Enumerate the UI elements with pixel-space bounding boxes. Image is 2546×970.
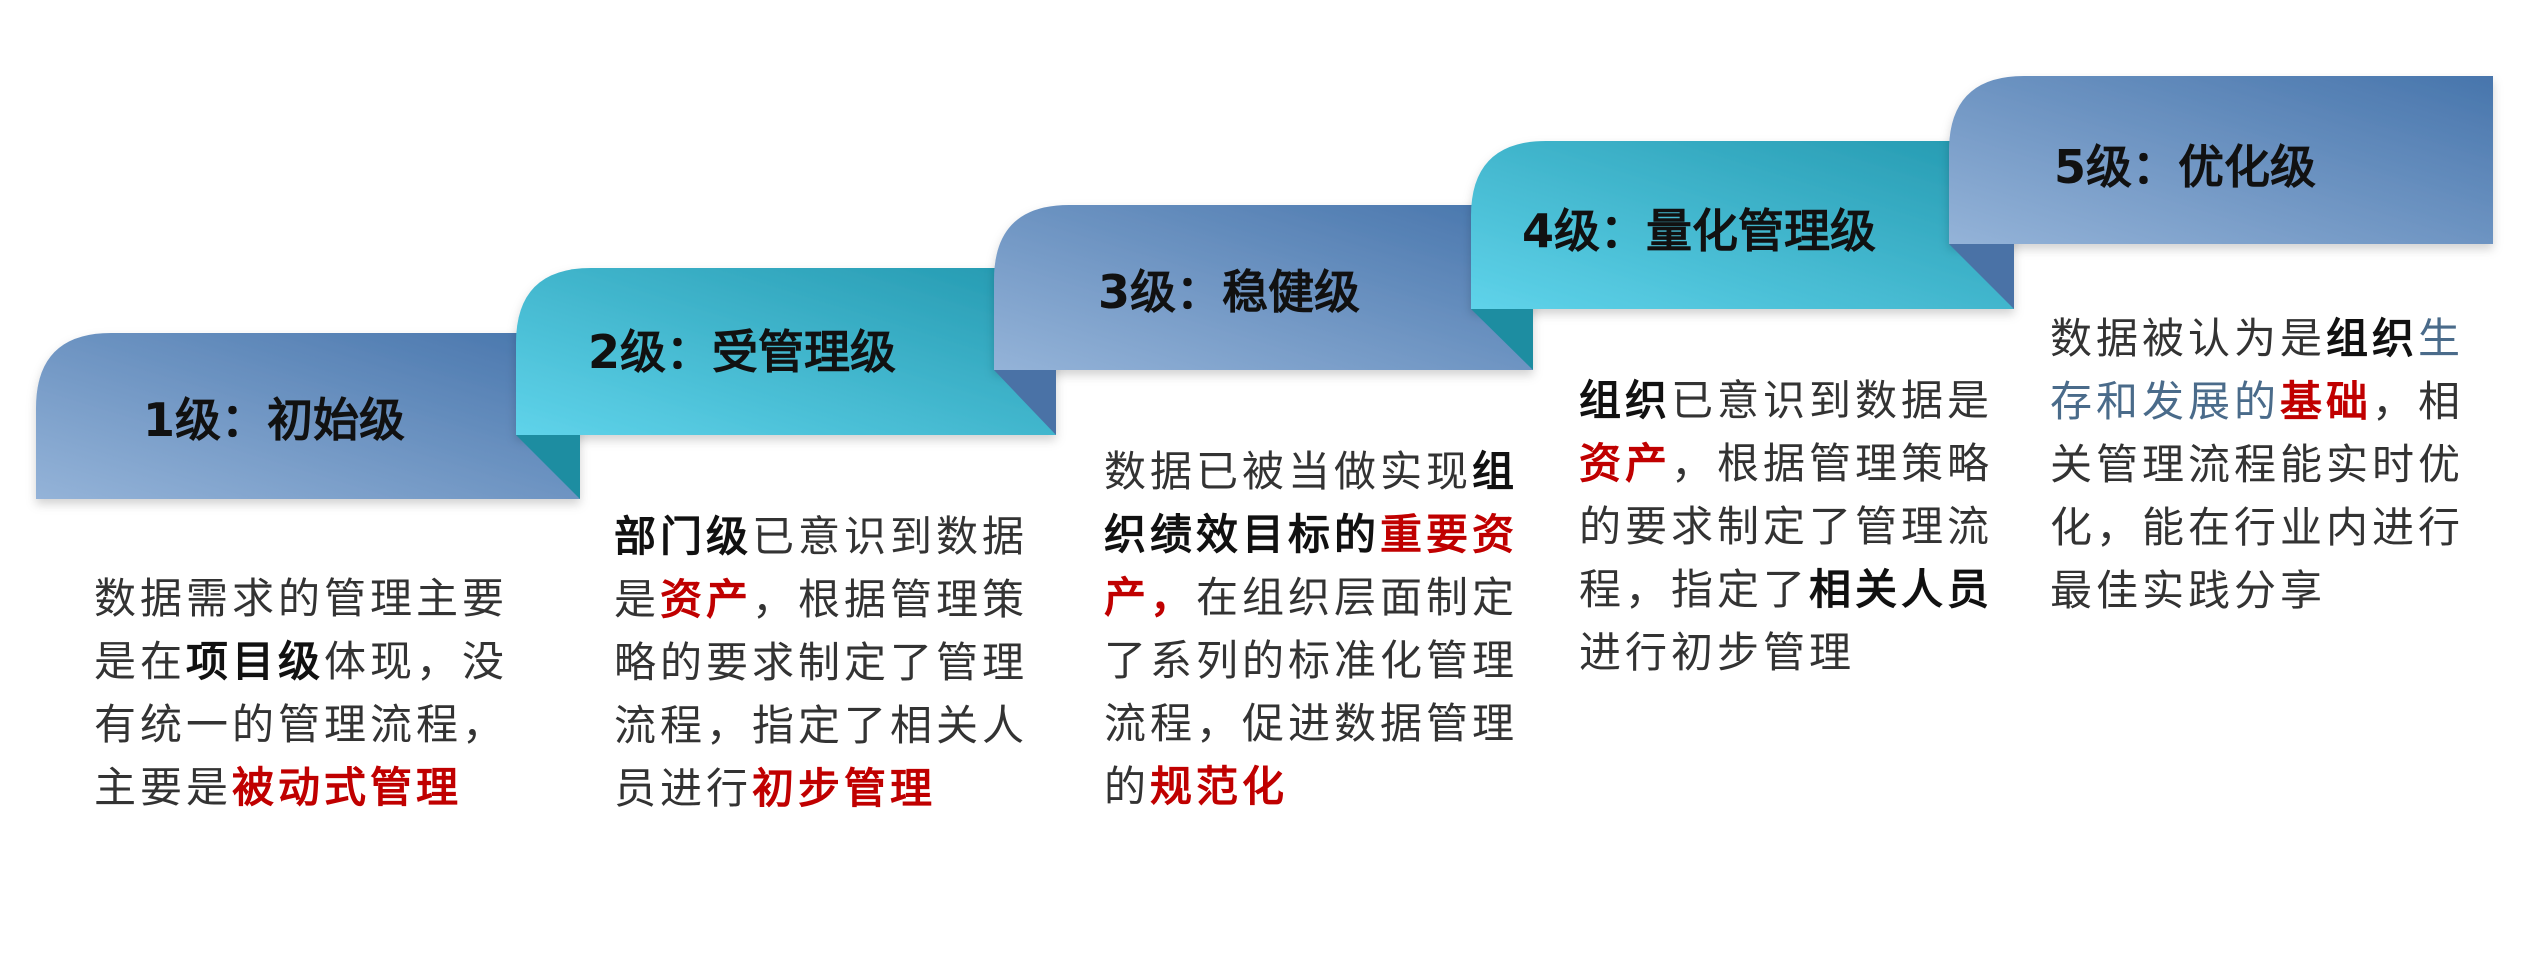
banner-fold — [516, 435, 580, 499]
description-line: 部门级已意识到数据 — [614, 505, 1028, 568]
level-title-2: 2级：受管理级 — [588, 325, 897, 379]
level-description-4: 组织已意识到数据是资产，根据管理策略的要求制定了管理流程，指定了相关人员进行初步… — [1579, 369, 1993, 684]
description-line: 织绩效目标的重要资 — [1104, 503, 1518, 566]
banner-body — [36, 333, 580, 499]
text-segment: 进行初步管理 — [1579, 628, 1856, 677]
emphasis-text: 产， — [1104, 573, 1197, 622]
description-line: 有统一的管理流程， — [94, 693, 508, 756]
emphasis-text: 组 — [1472, 447, 1519, 496]
text-segment: 已意识到数据 — [752, 512, 1029, 561]
level-banner-2 — [516, 268, 1056, 435]
description-line: 程，指定了相关人员 — [1579, 558, 1993, 621]
description-line: 最佳实践分享 — [2050, 559, 2464, 622]
description-line: 化，能在行业内进行 — [2050, 496, 2464, 559]
description-line: 流程，指定了相关人 — [614, 694, 1028, 757]
text-segment: 最佳实践分享 — [2050, 566, 2327, 615]
text-segment: 是在 — [94, 637, 187, 686]
level-description-3: 数据已被当做实现组织绩效目标的重要资产，在组织层面制定了系列的标准化管理流程，促… — [1104, 440, 1518, 818]
level-banner-3 — [994, 205, 1533, 370]
banner-fold — [1949, 244, 2014, 309]
text-segment: 数据需求的管理主要 — [94, 574, 509, 623]
emphasis-text: 相关人员 — [1809, 565, 1994, 614]
description-line: 了系列的标准化管理 — [1104, 629, 1518, 692]
level-description-2: 部门级已意识到数据是资产，根据管理策略的要求制定了管理流程，指定了相关人员进行初… — [614, 505, 1028, 820]
text-segment: 关管理流程能实时优 — [2050, 440, 2465, 489]
emphasis-text: 资产 — [1579, 439, 1672, 488]
description-line: 是在项目级体现，没 — [94, 630, 508, 693]
level-banner-4 — [1471, 141, 2014, 309]
banner-body — [994, 205, 1533, 370]
text-segment: 有统一的管理流程， — [94, 700, 509, 749]
level-description-5: 数据被认为是组织生存和发展的基础，相关管理流程能实时优化，能在行业内进行最佳实践… — [2050, 307, 2464, 622]
emphasis-text: 织绩效目标的 — [1104, 510, 1381, 559]
emphasis-text: 初步管理 — [752, 764, 937, 813]
level-description-1: 数据需求的管理主要是在项目级体现，没有统一的管理流程，主要是被动式管理 — [94, 567, 508, 819]
text-segment: 略的要求制定了管理 — [614, 638, 1029, 687]
description-line: 资产，根据管理策略 — [1579, 432, 1993, 495]
emphasis-text: 规范化 — [1150, 762, 1289, 811]
level-banner-5 — [1949, 76, 2493, 244]
text-segment: 主要是 — [94, 763, 233, 812]
text-segment: 程，指定了 — [1579, 565, 1810, 614]
description-line: 流程，促进数据管理 — [1104, 692, 1518, 755]
description-line: 数据需求的管理主要 — [94, 567, 508, 630]
text-segment: 了系列的标准化管理 — [1104, 636, 1519, 685]
description-line: 关管理流程能实时优 — [2050, 433, 2464, 496]
description-line: 的要求制定了管理流 — [1579, 495, 1993, 558]
description-line: 员进行初步管理 — [614, 757, 1028, 820]
emphasis-text: 基础 — [2280, 377, 2373, 426]
text-segment: 在组织层面制定 — [1196, 573, 1519, 622]
level-title-1: 1级：初始级 — [143, 393, 406, 447]
level-title-3: 3级：稳健级 — [1098, 265, 1361, 319]
text-segment: 员进行 — [614, 764, 753, 813]
text-segment: ，相 — [2372, 377, 2465, 426]
level-title-4: 4级：量化管理级 — [1522, 204, 1877, 258]
text-segment: 是 — [614, 575, 661, 624]
description-line: 的规范化 — [1104, 755, 1518, 818]
emphasis-text: 组织 — [1579, 376, 1672, 425]
banner-body — [1471, 141, 2014, 309]
description-line: 存和发展的基础，相 — [2050, 370, 2464, 433]
emphasis-text: 存和发展的 — [2050, 377, 2281, 426]
emphasis-text: 生 — [2418, 314, 2465, 363]
emphasis-text: 部门级 — [614, 512, 753, 561]
description-line: 是资产，根据管理策 — [614, 568, 1028, 631]
emphasis-text: 被动式管理 — [232, 763, 463, 812]
text-segment: ，根据管理策略 — [1671, 439, 1994, 488]
description-line: 主要是被动式管理 — [94, 756, 508, 819]
description-line: 产，在组织层面制定 — [1104, 566, 1518, 629]
level-banner-1 — [36, 333, 580, 499]
emphasis-text: 项目级 — [186, 637, 325, 686]
banner-body — [516, 268, 1056, 435]
emphasis-text: 组织 — [2326, 314, 2419, 363]
text-segment: 流程，促进数据管理 — [1104, 699, 1519, 748]
text-segment: 流程，指定了相关人 — [614, 701, 1029, 750]
level-title-5: 5级：优化级 — [2054, 140, 2317, 194]
description-line: 数据被认为是组织生 — [2050, 307, 2464, 370]
description-line: 组织已意识到数据是 — [1579, 369, 1993, 432]
text-segment: 体现，没 — [324, 637, 509, 686]
text-segment: 数据被认为是 — [2050, 314, 2327, 363]
description-line: 进行初步管理 — [1579, 621, 1993, 684]
banner-fold — [1471, 309, 1533, 370]
text-segment: 的要求制定了管理流 — [1579, 502, 1994, 551]
emphasis-text: 重要资 — [1380, 510, 1519, 559]
text-segment: 的 — [1104, 762, 1151, 811]
text-segment: ，根据管理策 — [752, 575, 1029, 624]
text-segment: 数据已被当做实现 — [1104, 447, 1473, 496]
banner-fold — [994, 370, 1056, 435]
banner-body — [1949, 76, 2493, 244]
description-line: 略的要求制定了管理 — [614, 631, 1028, 694]
text-segment: 已意识到数据是 — [1671, 376, 1994, 425]
emphasis-text: 资产 — [660, 575, 753, 624]
text-segment: 化，能在行业内进行 — [2050, 503, 2465, 552]
description-line: 数据已被当做实现组 — [1104, 440, 1518, 503]
